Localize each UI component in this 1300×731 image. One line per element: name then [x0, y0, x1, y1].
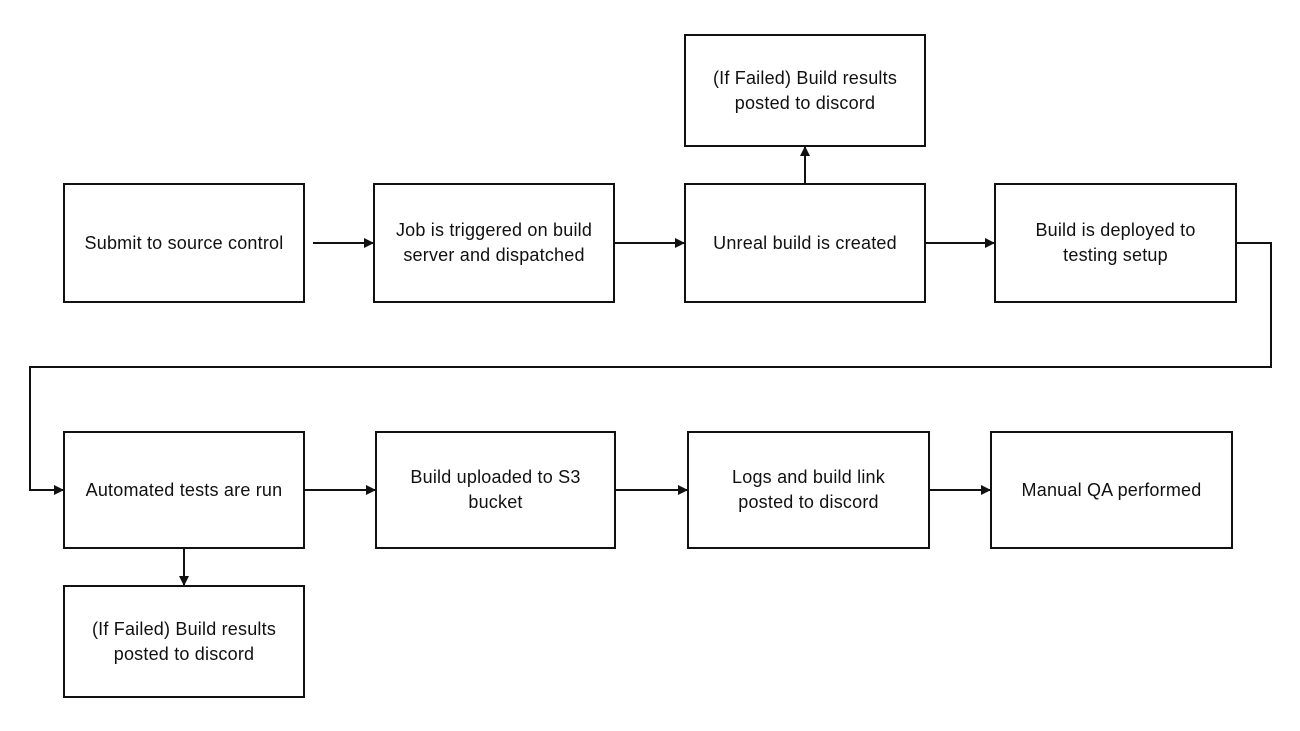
node-unreal-build: Unreal build is created [684, 183, 926, 303]
node-triggered: Job is triggered on build server and dis… [373, 183, 615, 303]
node-s3-upload: Build uploaded to S3 bucket [375, 431, 616, 549]
node-s3-upload-label: Build uploaded to S3 bucket [410, 467, 581, 512]
node-tests-failed: (If Failed) Build results posted to disc… [63, 585, 305, 698]
node-tests-failed-label: (If Failed) Build results posted to disc… [91, 618, 277, 664]
node-unreal-build-label: Unreal build is created [713, 232, 897, 253]
arrow-deployed-to-tests [29, 242, 1272, 495]
node-manual-qa: Manual QA performed [990, 431, 1233, 549]
node-logs-label: Logs and build link posted to discord [732, 467, 885, 512]
node-logs: Logs and build link posted to discord [687, 431, 930, 549]
node-manual-qa-label: Manual QA performed [1021, 479, 1202, 500]
node-build-failed-label: (If Failed) Build results posted to disc… [712, 67, 898, 113]
node-deployed-label: Build is deployed to testing setup [1035, 220, 1196, 265]
node-tests-label: Automated tests are run [85, 479, 283, 500]
node-submit: Submit to source control [63, 183, 305, 303]
node-deployed: Build is deployed to testing setup [994, 183, 1237, 303]
node-tests: Automated tests are run [63, 431, 305, 549]
node-triggered-label: Job is triggered on build server and dis… [395, 220, 593, 265]
node-submit-label: Submit to source control [84, 232, 284, 253]
node-build-failed: (If Failed) Build results posted to disc… [684, 34, 926, 147]
